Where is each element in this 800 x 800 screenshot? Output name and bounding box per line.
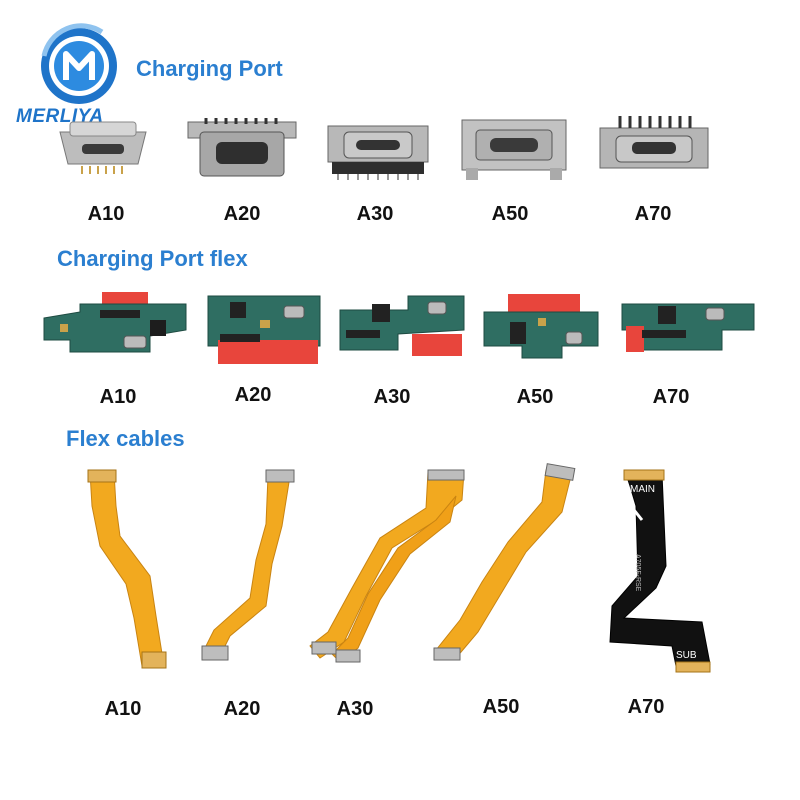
port-flex-board-image-a20 xyxy=(200,290,330,370)
model-label: A20 xyxy=(223,203,261,225)
model-label: A50 xyxy=(516,386,554,408)
model-label: A50 xyxy=(482,696,520,718)
model-label: A10 xyxy=(99,386,137,408)
section-title-flex-cables: Flex cables xyxy=(66,426,185,451)
flex-cable-image-a20 xyxy=(200,466,300,666)
logo-emblem-icon xyxy=(41,23,117,104)
charging-port-image-a30 xyxy=(322,114,434,184)
model-label: A30 xyxy=(336,698,374,720)
model-label: A70 xyxy=(627,696,665,718)
model-label: A70 xyxy=(634,203,672,225)
model-label: A20 xyxy=(223,698,261,720)
section-title-charging-port-flex: Charging Port flex xyxy=(57,246,248,271)
model-label: A10 xyxy=(87,203,125,225)
section-title-charging-port: Charging Port xyxy=(136,56,283,81)
port-flex-board-image-a50 xyxy=(482,292,602,364)
model-label: A50 xyxy=(491,203,529,225)
flex-cable-image-a50 xyxy=(430,462,580,672)
charging-port-image-a50 xyxy=(458,112,570,186)
model-label: A70 xyxy=(652,386,690,408)
flex-cable-image-a10 xyxy=(80,466,190,676)
flex-main-label: MAIN xyxy=(630,484,655,495)
port-flex-board-image-a30 xyxy=(338,290,468,362)
flex-sub-label: SUB xyxy=(676,650,697,661)
part-number-label: A705F-RSE xyxy=(634,554,641,592)
charging-port-image-a20 xyxy=(186,112,298,182)
charging-port-image-a70 xyxy=(594,108,714,184)
model-label: A30 xyxy=(356,203,394,225)
charging-port-image-a10 xyxy=(58,118,148,178)
brand-logo xyxy=(22,16,137,131)
flex-cable-image-a30 xyxy=(300,466,480,666)
model-label: A20 xyxy=(234,384,272,406)
port-flex-board-image-a70 xyxy=(618,290,758,362)
flex-cable-image-a70: A705F-RSE xyxy=(606,466,726,678)
model-label: A10 xyxy=(104,698,142,720)
model-label: A30 xyxy=(373,386,411,408)
port-flex-board-image-a10 xyxy=(40,290,190,360)
